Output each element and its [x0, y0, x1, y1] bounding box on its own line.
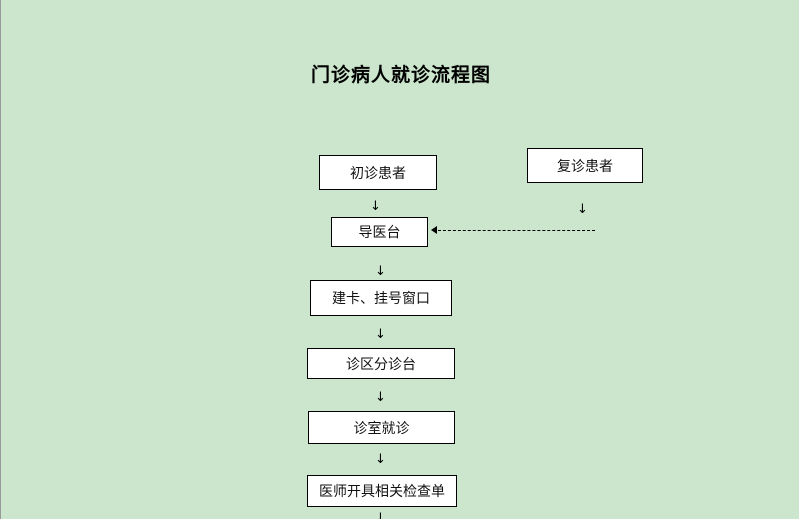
node-triage: 诊区分诊台 [307, 348, 455, 379]
node-exam-order: 医师开具相关检查单 [307, 475, 457, 507]
arrow-down-icon: ↓ [375, 511, 386, 519]
arrow-down-icon: ↓ [375, 327, 386, 342]
arrow-down-icon: ↓ [375, 264, 386, 279]
arrow-down-icon: ↓ [375, 452, 386, 467]
node-guide-desk: 导医台 [331, 217, 428, 247]
arrow-left-icon [431, 226, 437, 234]
arrow-down-icon: ↓ [370, 199, 381, 214]
node-first-visit: 初诊患者 [319, 155, 437, 190]
arrow-down-icon: ↓ [375, 390, 386, 405]
node-registration: 建卡、挂号窗口 [310, 280, 452, 316]
page-title: 门诊病人就诊流程图 [310, 64, 491, 86]
node-return-visit: 复诊患者 [527, 148, 643, 183]
arrow-down-icon: ↓ [577, 202, 588, 217]
dashed-connector [433, 230, 595, 231]
node-consultation: 诊室就诊 [308, 411, 455, 444]
